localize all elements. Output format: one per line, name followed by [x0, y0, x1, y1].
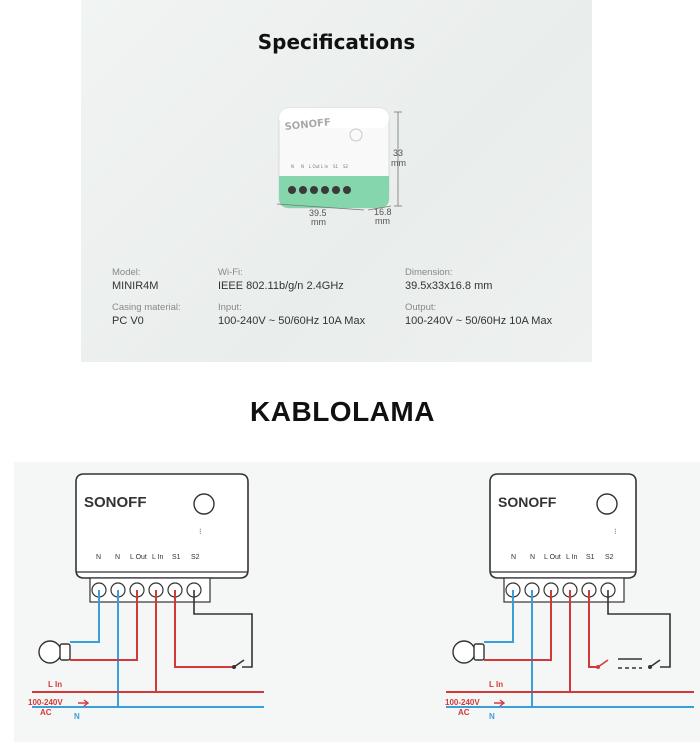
voltage-label: 100-240V: [28, 698, 63, 707]
arrow-icon: [494, 699, 506, 707]
terminal-label: N: [511, 554, 516, 561]
wiring-diagram-two-way-switch: SONOFF ⁝ N N L Out L In S1 S2: [445, 473, 694, 721]
terminal-label: S2: [191, 554, 200, 561]
spec-value-model: MINIR4M: [112, 280, 159, 292]
switch-lever: [649, 659, 661, 668]
dim-depth-value: 16.8: [374, 207, 392, 217]
line-in-label: L In: [489, 680, 503, 689]
device-button: [193, 493, 215, 515]
terminal-label: N: [96, 554, 101, 561]
terminal-label: S1: [586, 554, 595, 561]
device-terminal-label: N: [291, 164, 294, 169]
bulb-icon: [38, 640, 71, 664]
device-button: [349, 128, 363, 142]
terminal-label: N: [115, 554, 120, 561]
device-terminal-label: N: [301, 164, 304, 169]
ac-label: AC: [40, 708, 52, 717]
device-terminal-label: L Out: [309, 164, 320, 169]
terminal-label: L Out: [130, 554, 147, 561]
neutral-label: N: [74, 712, 80, 721]
terminal-label: N: [530, 554, 535, 561]
dim-height-unit: mm: [391, 158, 406, 168]
wiring-diagram-single-switch: SONOFF ⁝ N N L Out L In S1 S2: [28, 473, 264, 721]
ac-label: AC: [458, 708, 470, 717]
spec-label-model: Model:: [112, 267, 141, 278]
wifi-icon: ⁝: [199, 527, 202, 536]
spec-value-wifi: IEEE 802.11b/g/n 2.4GHz: [218, 280, 344, 292]
dim-height-value: 33: [393, 148, 403, 158]
wiring-diagram-panel: SONOFF ⁝ N N L Out L In S1 S2: [14, 462, 700, 742]
spec-label-wifi: Wi-Fi:: [218, 267, 243, 278]
live-wire: [70, 590, 138, 661]
switch-lever: [597, 659, 609, 668]
terminal-screw: [332, 186, 340, 194]
dim-width-value: 39.5: [309, 208, 327, 218]
live-wire: [484, 590, 552, 661]
terminal-label: S1: [172, 554, 181, 561]
switch-wire: [607, 590, 671, 668]
spec-value-dimension: 39.5x33x16.8 mm: [405, 280, 493, 292]
wiring-brand-logo: SONOFF: [84, 494, 147, 511]
terminal-screw: [288, 186, 296, 194]
terminal-screw: [343, 186, 351, 194]
terminal-screw: [299, 186, 307, 194]
spec-label-output: Output:: [405, 302, 437, 313]
device-terminal-label: S1: [333, 164, 339, 169]
spec-value-input: 100-240V ~ 50/60Hz 10A Max: [218, 315, 366, 327]
spec-value-output: 100-240V ~ 50/60Hz 10A Max: [405, 315, 553, 327]
spec-label-dimension: Dimension:: [405, 267, 453, 278]
specifications-title: Specifications: [257, 30, 416, 54]
wiring-diagrams: SONOFF ⁝ N N L Out L In S1 S2: [28, 473, 694, 721]
device-logo: SONOFF: [284, 117, 331, 133]
device-button: [596, 493, 618, 515]
spec-label-casing: Casing material:: [112, 302, 181, 313]
device-terminal-label: L In: [321, 164, 329, 169]
neutral-wire: [484, 590, 514, 643]
terminal-label: L Out: [544, 554, 561, 561]
switch-lever: [233, 659, 245, 668]
device-terminal-label: S2: [343, 164, 349, 169]
terminal-screw: [321, 186, 329, 194]
arrow-icon: [78, 699, 90, 707]
voltage-label: 100-240V: [445, 698, 480, 707]
device-illustration: SONOFF N N L Out L In S1 S2 33 mm 3: [276, 107, 406, 227]
neutral-wire: [70, 590, 100, 643]
spec-value-casing: PC V0: [112, 315, 144, 327]
spec-label-input: Input:: [218, 302, 242, 313]
wiring-title: KABLOLAMA: [250, 396, 435, 427]
terminal-label: L In: [566, 554, 578, 561]
specifications-panel: Specifications SONOFF N N L Out L In S1 …: [81, 0, 592, 362]
bulb-icon: [452, 640, 485, 664]
wiring-brand-logo: SONOFF: [498, 494, 557, 510]
dim-depth-unit: mm: [375, 216, 390, 226]
line-in-label: L In: [48, 680, 62, 689]
neutral-label: N: [489, 712, 495, 721]
live-wire: [588, 590, 598, 668]
switch-wire: [193, 590, 253, 668]
dim-width-unit: mm: [311, 217, 326, 227]
terminal-label: L In: [152, 554, 164, 561]
live-wire: [174, 590, 234, 668]
terminal-label: S2: [605, 554, 614, 561]
terminal-screw: [310, 186, 318, 194]
wifi-icon: ⁝: [614, 527, 617, 536]
